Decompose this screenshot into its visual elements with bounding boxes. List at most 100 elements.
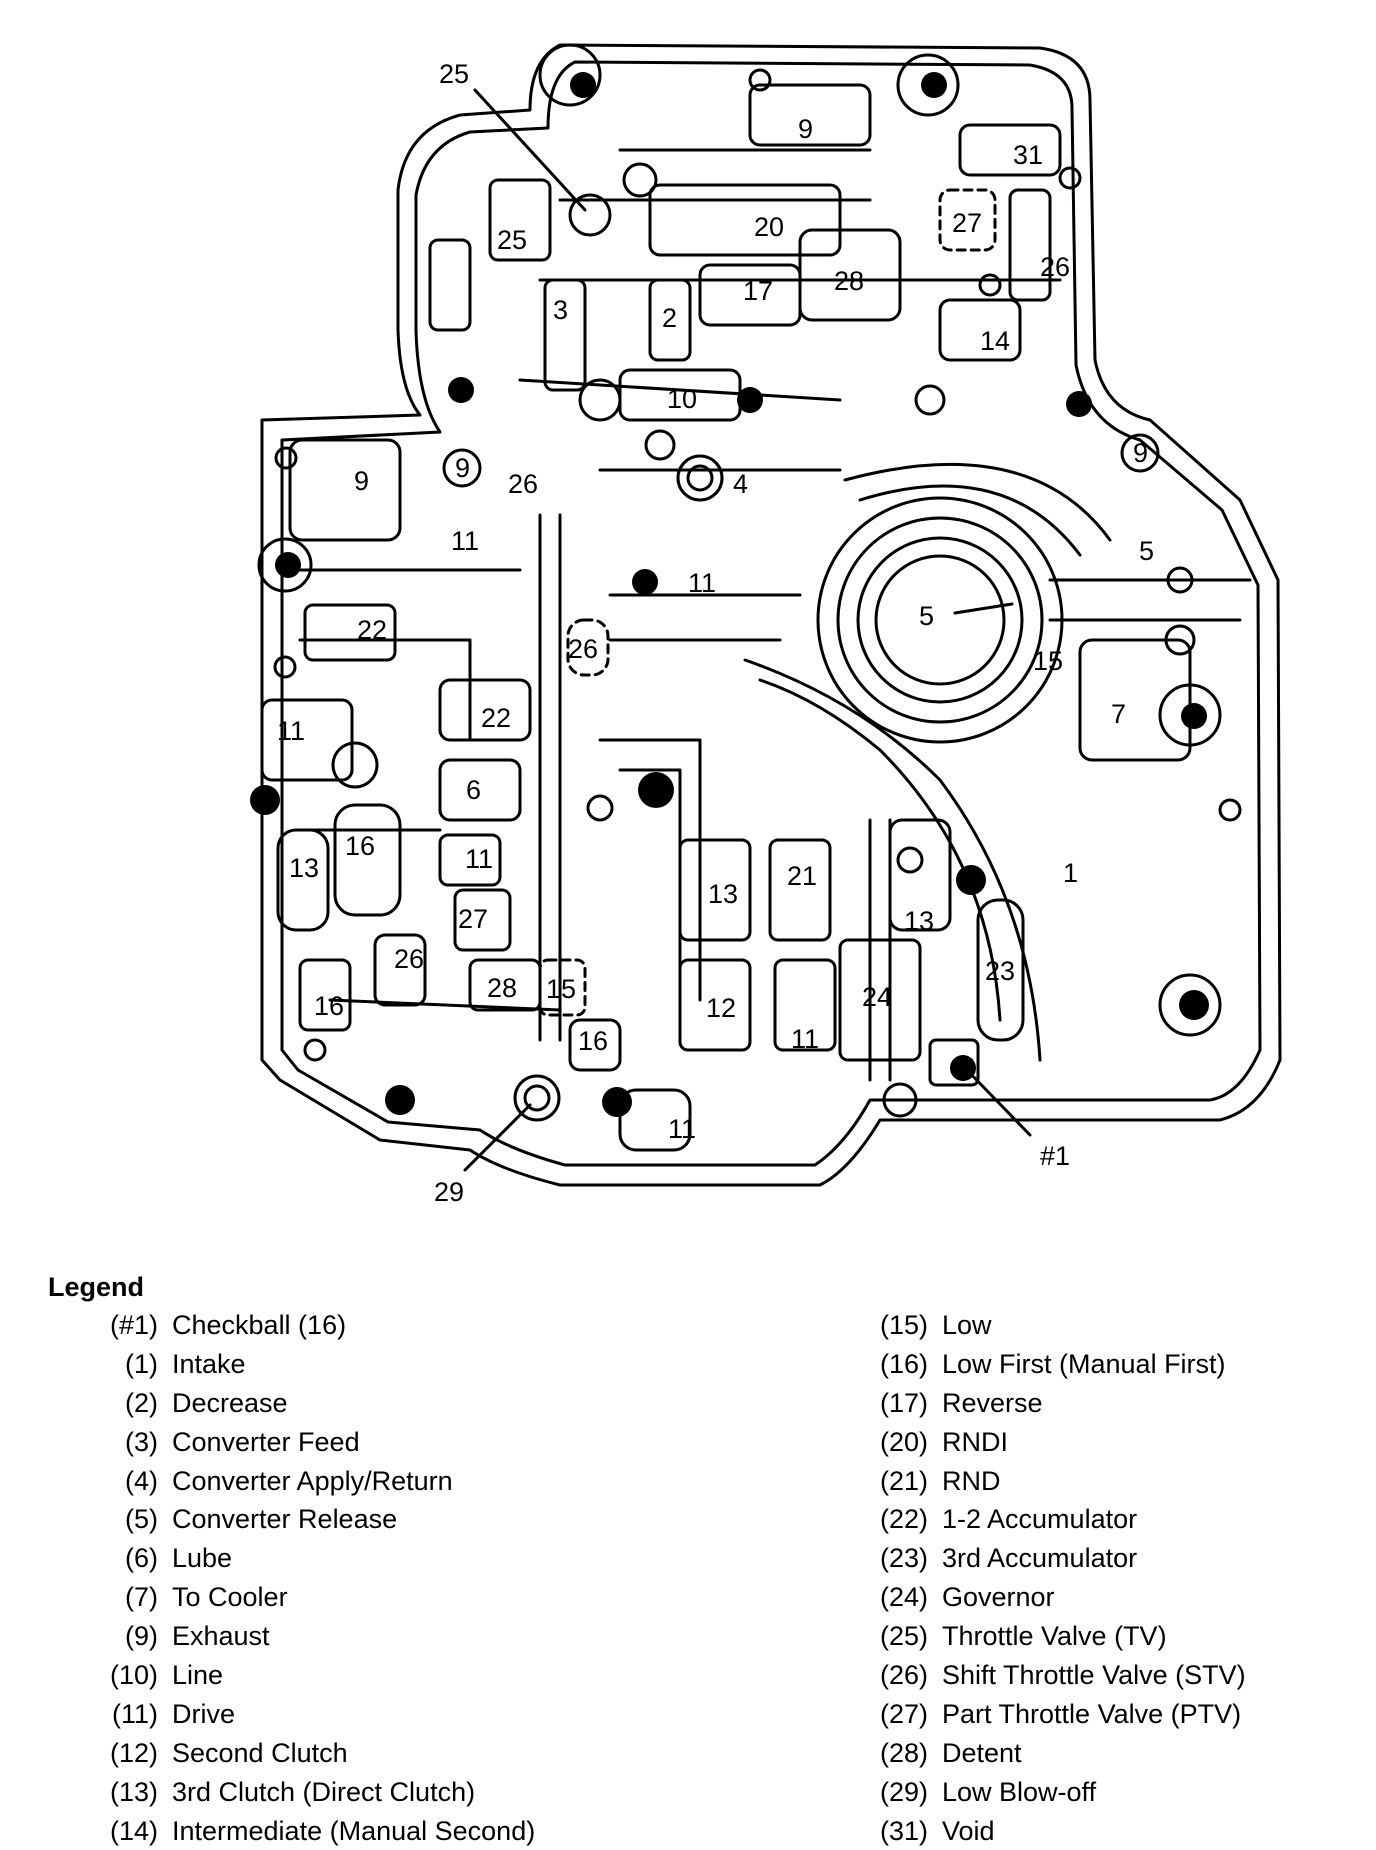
callout-9-circle-left: 9 (455, 453, 470, 483)
legend-code: (16) (879, 1348, 928, 1379)
legend-code: (#1) (109, 1309, 158, 1340)
callout-23: 23 (985, 956, 1015, 986)
legend-item: (6) Lube (80, 1539, 535, 1578)
legend-item: (23)3rd Accumulator (850, 1539, 1246, 1578)
pocket-9-left (288, 438, 402, 542)
leader-checkball (963, 1066, 1032, 1137)
callout-9-top: 9 (798, 114, 813, 144)
legend-label: Shift Throttle Valve (STV) (942, 1659, 1246, 1690)
callout-31: 31 (1013, 140, 1043, 170)
legend-label: 3rd Clutch (Direct Clutch) (172, 1776, 476, 1807)
bolt-solid-14 (602, 1087, 632, 1117)
legend-item: (4)Converter Apply/Return (80, 1462, 535, 1501)
pocket-15-low (538, 958, 587, 1017)
callout-16-a: 16 (345, 831, 375, 861)
legend-item: (16)Low First (Manual First) (850, 1345, 1246, 1384)
legend-label: Converter Feed (172, 1426, 360, 1457)
arc-channel-lower (758, 678, 1002, 1022)
pocket-26-top (1008, 188, 1052, 302)
legend-label: 1-2 Accumulator (942, 1504, 1138, 1535)
callout-13-c: 13 (904, 906, 934, 936)
legend-item: (11)Drive (80, 1695, 535, 1734)
bolt-ring-a (257, 537, 313, 593)
legend-item: (10)Line (80, 1656, 535, 1695)
legend-label: Detent (942, 1737, 1022, 1768)
pocket-13c (888, 818, 952, 932)
legend-item: (21)RND (850, 1462, 1246, 1501)
converter-ring-2 (836, 516, 1044, 724)
legend-item: (20)RNDI (850, 1423, 1246, 1462)
legend-code: (6) (125, 1543, 158, 1574)
bolt-hole-16 (586, 794, 614, 822)
bolt-solid-10 (638, 772, 674, 808)
pocket-28 (798, 228, 902, 322)
callout-26-low: 26 (394, 944, 424, 974)
pocket-2 (648, 278, 692, 362)
bolt-hole-18 (1218, 798, 1242, 822)
callout-12: 12 (706, 993, 736, 1023)
legend-item: (26)Shift Throttle Valve (STV) (850, 1656, 1246, 1695)
bolt-hole-4 (644, 429, 676, 461)
legend-item: (3)Converter Feed (80, 1423, 535, 1462)
legend-label: Lube (172, 1543, 233, 1574)
callout-26-mid: 26 (508, 469, 538, 499)
legend-code: (11) (111, 1698, 158, 1729)
checkball-1 (950, 1055, 976, 1081)
legend-item: (2)Decrease (80, 1384, 535, 1423)
bolt-ring-d (538, 43, 602, 107)
callout-11-c: 11 (277, 716, 305, 746)
legend-label: Intake (172, 1348, 246, 1379)
pocket-24 (838, 938, 922, 1062)
pocket-left-top (428, 238, 472, 332)
legend-code: (25) (879, 1621, 928, 1652)
callout-13-b: 13 (708, 879, 738, 909)
legend-code: (21) (879, 1465, 928, 1496)
pocket-9-top (748, 83, 872, 147)
legend-code: (17) (879, 1387, 928, 1418)
legend-item: (13)3rd Clutch (Direct Clutch) (80, 1773, 535, 1812)
legend-item: (25) Throttle Valve (TV) (850, 1617, 1246, 1656)
legend-code: (20) (879, 1426, 928, 1457)
callout-5-center: 5 (919, 601, 934, 631)
pocket-22b (438, 678, 532, 742)
exhaust-circle-left (442, 448, 482, 488)
pocket-16c (568, 1018, 622, 1072)
legend-item: (28)Detent (850, 1734, 1246, 1773)
pocket-20 (648, 183, 842, 257)
bolt-hole-17 (896, 846, 924, 874)
callout-16-b: 16 (314, 991, 344, 1021)
callout-22-a: 22 (357, 615, 387, 645)
legend-item: (17)Reverse (850, 1384, 1246, 1423)
pocket-31 (958, 123, 1062, 177)
legend-item: (5)Converter Release (80, 1500, 535, 1539)
callout-9-circle-right: 9 (1133, 438, 1148, 468)
legend-code: (23) (879, 1543, 928, 1574)
callout-14: 14 (980, 326, 1010, 356)
legend-label: Low (942, 1309, 992, 1340)
bolt-hole-15 (331, 741, 379, 789)
callout-17: 17 (743, 276, 773, 306)
legend-code: (9) (125, 1621, 158, 1652)
bolt-solid-4 (737, 387, 763, 413)
callout-25-top: 25 (439, 59, 469, 89)
legend-label: Throttle Valve (TV) (942, 1621, 1167, 1652)
callout-10: 10 (667, 384, 697, 414)
pocket-27-top (938, 188, 997, 252)
callout-21: 21 (787, 861, 817, 891)
bolt-solid-7 (632, 569, 658, 595)
valve-body-outline (260, 43, 1282, 1187)
callout-29: 29 (434, 1177, 464, 1207)
legend-label: Intermediate (Manual Second) (172, 1815, 536, 1846)
legend-label: Converter Release (172, 1504, 398, 1535)
callout-11-b: 11 (688, 568, 716, 598)
callout-27-top: 27 (952, 208, 982, 238)
channel-h (618, 768, 682, 1022)
bolt-solid-2 (921, 72, 947, 98)
legend-code: (4) (125, 1465, 158, 1496)
bolt-solid-12 (1179, 990, 1209, 1020)
bolt-hole-3 (578, 378, 622, 422)
legend-label: Part Throttle Valve (PTV) (942, 1698, 1242, 1729)
callout-25-mid: 25 (497, 225, 527, 255)
callout-26-dash: 26 (568, 634, 598, 664)
callout-15-b: 15 (546, 974, 576, 1004)
